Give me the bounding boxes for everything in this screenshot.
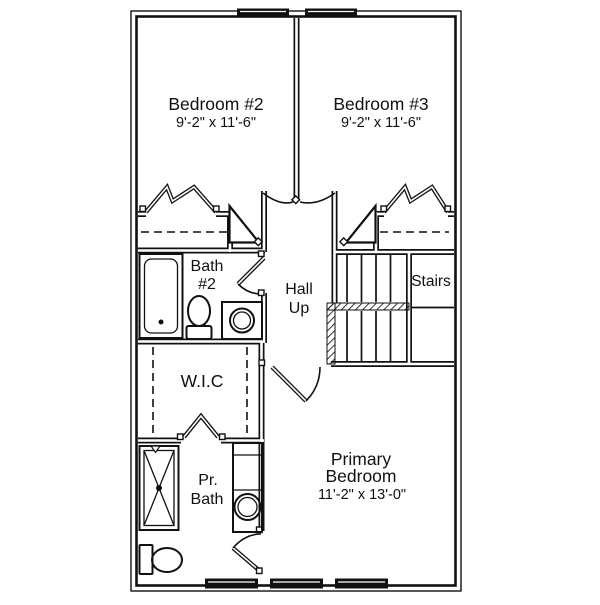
- shower-drain: [156, 485, 162, 491]
- bedroom3-label: Bedroom #3: [333, 94, 428, 114]
- stairs-area: [326, 255, 454, 365]
- door-jamb: [380, 205, 388, 213]
- vanity-counter: [221, 301, 263, 340]
- wic-label: W.I.C: [181, 371, 224, 391]
- door-leaves: [184, 258, 306, 572]
- bathtub: [138, 253, 184, 339]
- door-jamb: [255, 567, 263, 575]
- prbath-door-swing-arc: [232, 533, 262, 549]
- sink-basin-inner: [232, 311, 252, 330]
- shower: [138, 445, 180, 531]
- windows: [205, 8, 388, 589]
- sink-basin: [233, 493, 262, 521]
- prbath-label-line1: Pr.: [198, 472, 218, 489]
- toilet-prbath: [138, 544, 183, 575]
- door-jamb: [257, 289, 265, 297]
- bathtub-basin: [143, 258, 179, 334]
- door-jamb: [258, 359, 266, 367]
- vanity-sink-prbath: [232, 442, 263, 533]
- window: [335, 578, 388, 589]
- toilet-bowl: [151, 547, 183, 573]
- hatched-wall: [326, 302, 410, 311]
- sink-basin: [229, 307, 255, 334]
- toilet-tank: [138, 544, 154, 575]
- bathtub-drain: [158, 319, 164, 325]
- door-jamb: [176, 433, 184, 441]
- bedroom2-door-swing-arc: [262, 192, 294, 204]
- primary-bedroom-label-line2: Bedroom: [325, 466, 396, 486]
- closet-doors: [141, 187, 449, 436]
- primary-bedroom-dimensions: 11'-2" x 13'-0": [318, 487, 406, 503]
- shower-pan: [143, 449, 175, 527]
- hall-label-line2: Up: [289, 300, 310, 317]
- window: [305, 8, 357, 18]
- sink-basin-inner: [237, 496, 258, 518]
- door-jamb: [257, 250, 265, 258]
- toilet-tank: [185, 325, 213, 340]
- primary-door-swing-arc: [305, 366, 321, 402]
- bedroom3-door-swing-arc: [299, 192, 336, 204]
- door-jamb: [444, 205, 452, 213]
- bedroom3-door-leaf: [343, 202, 377, 244]
- bath2-label-line2: #2: [198, 276, 216, 293]
- bedroom2-door-leaf: [228, 202, 262, 244]
- room-labels: Bedroom #2 9'-2" x 11'-6" Bedroom #3 9'-…: [168, 94, 451, 508]
- window: [237, 8, 289, 18]
- door-jamb: [139, 205, 147, 213]
- plan-outer-outline: [130, 10, 462, 592]
- door-jamb: [290, 194, 301, 205]
- toilet-bath2: [185, 295, 213, 340]
- bedroom3-dimensions: 9'-2" x 11'-6": [341, 115, 421, 131]
- toilet-bowl: [187, 295, 211, 327]
- bathtub-outline: [138, 253, 184, 339]
- vanity-sink-bath2: [221, 301, 263, 340]
- door-jamb: [212, 205, 220, 213]
- bedroom2-label: Bedroom #2: [168, 94, 263, 114]
- door-jamb: [218, 433, 226, 441]
- shower-door-marker: [149, 445, 162, 454]
- window: [205, 578, 258, 589]
- hatched-wall: [326, 302, 336, 365]
- door-jamb: [338, 236, 349, 247]
- doors: [139, 192, 452, 575]
- bath2-label-line1: Bath: [191, 258, 224, 275]
- window: [270, 578, 323, 589]
- prbath-label-line2: Bath: [191, 491, 224, 508]
- hall-label-line1: Hall: [285, 281, 313, 298]
- door-jamb: [253, 236, 264, 247]
- stairs-label: Stairs: [411, 273, 451, 290]
- vanity-counter: [232, 442, 263, 533]
- primary-bedroom-label-line1: Primary: [331, 449, 392, 469]
- bedroom2-dimensions: 9'-2" x 11'-6": [176, 115, 256, 131]
